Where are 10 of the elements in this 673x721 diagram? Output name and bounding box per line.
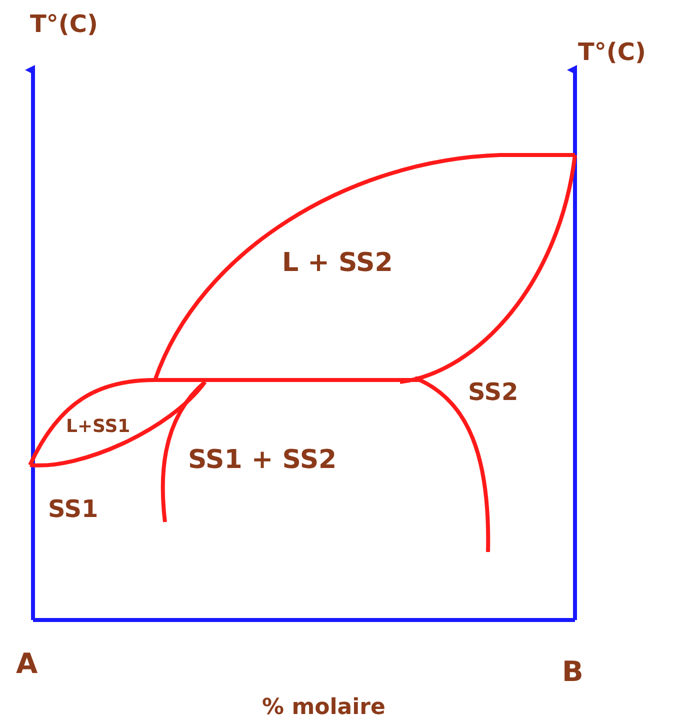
axis-label: T°(C) xyxy=(30,12,98,36)
region-label: L + SS2 xyxy=(282,250,393,276)
axis-end-label: B xyxy=(562,658,584,686)
region-label: SS1 xyxy=(48,497,98,521)
axis-label: T°(C) xyxy=(578,40,646,64)
axis-end-label: A xyxy=(16,650,38,678)
region-label: L+SS1 xyxy=(66,418,130,436)
region-label: SS2 xyxy=(468,380,518,404)
axis-label: % molaire xyxy=(262,697,386,719)
region-label: SS1 + SS2 xyxy=(188,447,337,473)
